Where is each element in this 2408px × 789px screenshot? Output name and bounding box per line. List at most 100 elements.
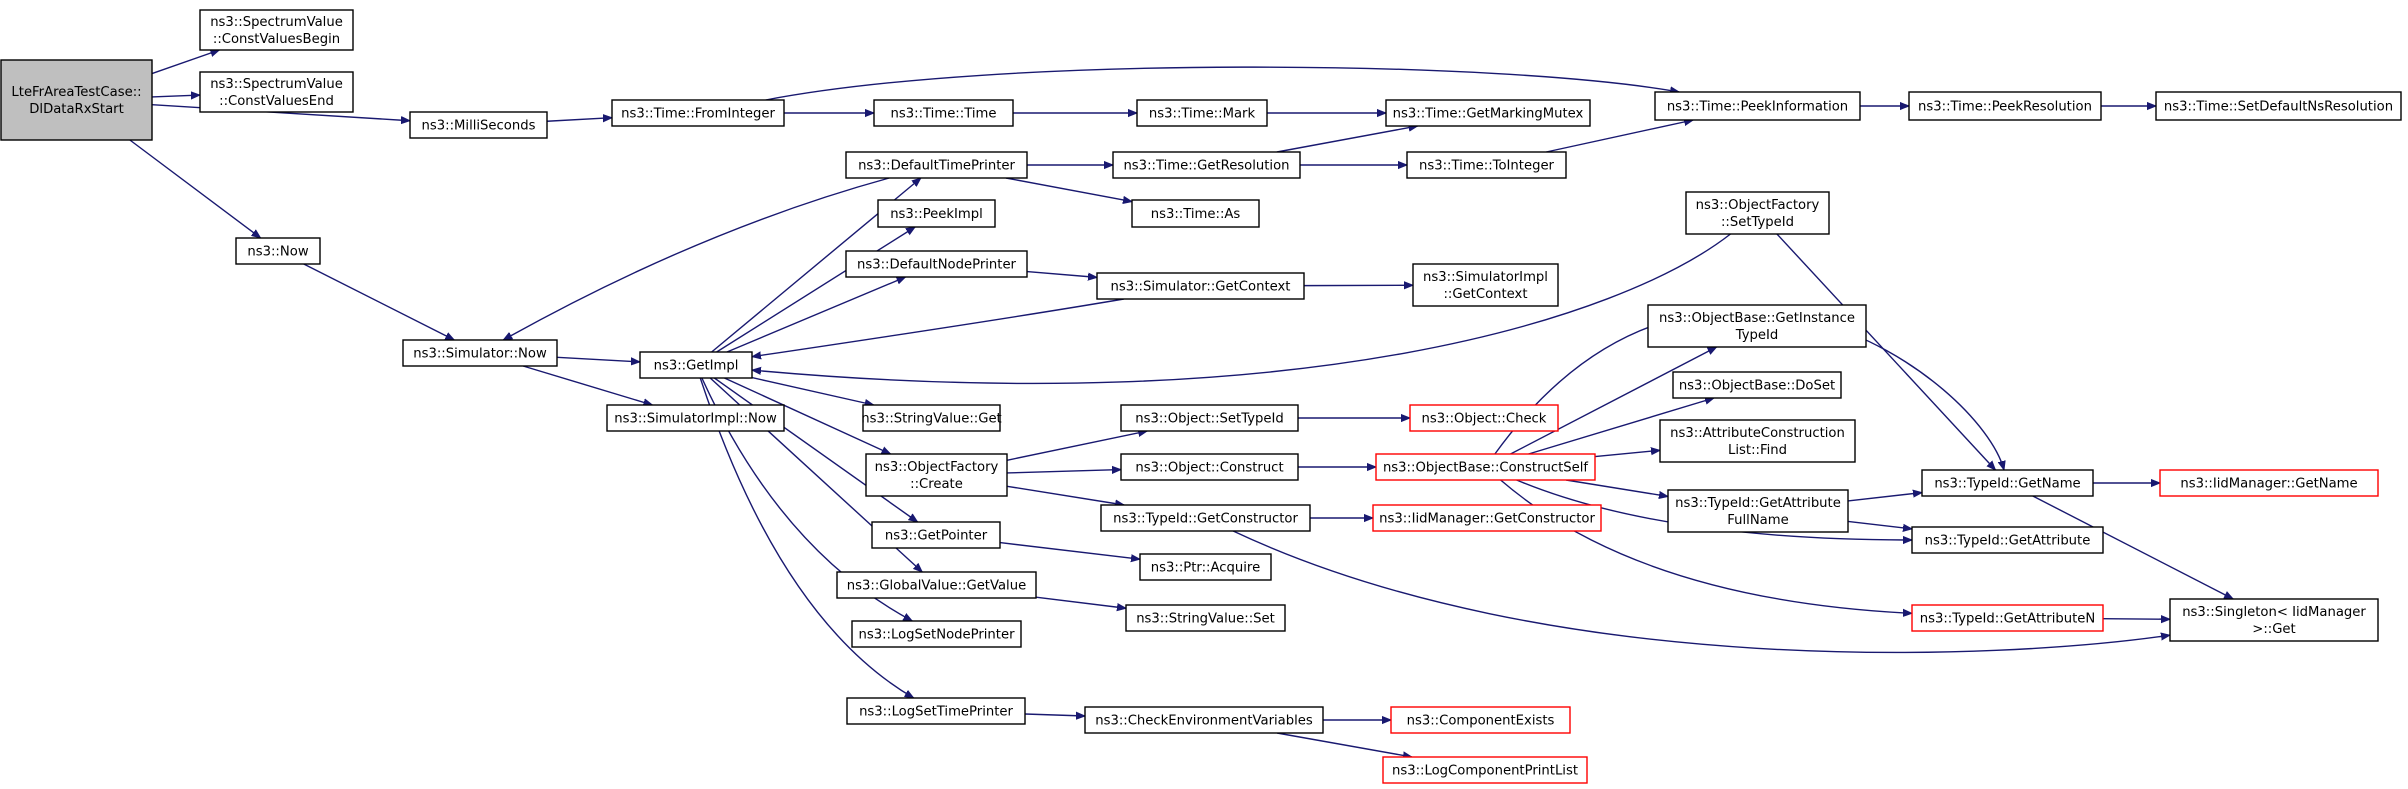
edge-simgc-to-getimpl (752, 298, 1124, 357)
node-cvb[interactable]: ns3::SpectrumValue::ConstValuesBegin (199, 9, 354, 51)
node-label: FullName (1727, 513, 1788, 528)
node-label: ns3::Time::PeekInformation (1667, 100, 1848, 115)
edge-arrow (1005, 177, 1132, 202)
node-box (1372, 504, 1602, 532)
node-objconstruct[interactable]: ns3::Object::Construct (1120, 453, 1299, 481)
node-tas[interactable]: ns3::Time::As (1131, 199, 1260, 228)
node-peekimpl[interactable]: ns3::PeekImpl (877, 199, 996, 228)
node-simimplgc[interactable]: ns3::SimulatorImpl::GetContext (1412, 263, 1559, 307)
node-lsnp[interactable]: ns3::LogSetNodePrinter (851, 620, 1022, 648)
node-label: ns3::CheckEnvironmentVariables (1095, 714, 1313, 729)
node-getimpl[interactable]: ns3::GetImpl (639, 351, 753, 379)
edge-getimpl-to-getptr (713, 377, 917, 522)
node-label: ns3::AttributeConstruction (1670, 426, 1845, 441)
node-iidgetctor[interactable]: ns3::IidManager::GetConstructor (1372, 504, 1602, 532)
node-label: ns3::IidManager::GetConstructor (1379, 512, 1595, 527)
node-box (1100, 504, 1311, 532)
node-getres[interactable]: ns3::Time::GetResolution (1112, 151, 1301, 179)
node-gvget[interactable]: ns3::GlobalValue::GetValue (836, 571, 1037, 599)
node-label: ns3::Time::SetDefaultNsResolution (2164, 100, 2393, 115)
node-label: ns3::Object::Check (1422, 412, 1547, 427)
edge-getimpl-to-lstp (699, 377, 913, 698)
node-toint[interactable]: ns3::Time::ToInteger (1406, 151, 1567, 179)
node-tidgetctor[interactable]: ns3::TypeId::GetConstructor (1100, 504, 1311, 532)
node-label: ns3::Time::As (1151, 207, 1241, 222)
node-box (1921, 469, 2094, 497)
node-ptracq[interactable]: ns3::Ptr::Acquire (1139, 553, 1272, 581)
node-simnow[interactable]: ns3::Simulator::Now (402, 339, 558, 367)
node-label: TypeId (1735, 328, 1779, 343)
node-objsettid[interactable]: ns3::Object::SetTypeId (1120, 404, 1299, 432)
node-box (235, 237, 321, 265)
node-label: ns3::Now (247, 245, 308, 260)
node-lstp[interactable]: ns3::LogSetTimePrinter (846, 697, 1026, 725)
node-peekinfo[interactable]: ns3::Time::PeekInformation (1654, 91, 1861, 121)
node-label: ns3::Time::ToInteger (1419, 159, 1555, 174)
node-svset[interactable]: ns3::StringValue::Set (1125, 604, 1286, 632)
node-label: ns3::LogSetNodePrinter (858, 628, 1015, 643)
node-box (1385, 99, 1591, 127)
node-fromint[interactable]: ns3::Time::FromInteger (611, 99, 785, 127)
node-deftp[interactable]: ns3::DefaultTimePrinter (845, 151, 1028, 179)
edge-ofcreate-to-objconstruct (1006, 470, 1121, 473)
edge-ofsettid-to-getimpl (752, 233, 1731, 385)
node-label: ns3::GetImpl (654, 359, 739, 374)
node-label: ns3::StringValue::Set (1136, 612, 1275, 627)
edge-tidgetname-to-singleton (2032, 495, 2233, 600)
node-label: ns3::TypeId::GetName (1934, 477, 2080, 492)
edge-arrow (1847, 493, 1922, 502)
node-tidgetattr[interactable]: ns3::TypeId::GetAttribute (1911, 526, 2104, 554)
node-checkenv[interactable]: ns3::CheckEnvironmentVariables (1084, 706, 1324, 734)
node-box (199, 9, 354, 51)
edge-arrow (752, 233, 1731, 385)
edge-getimpl-to-ofcreate (724, 377, 890, 455)
node-getptr[interactable]: ns3::GetPointer (871, 521, 1001, 549)
node-logcpl[interactable]: ns3::LogComponentPrintList (1382, 756, 1588, 784)
node-ofsettid[interactable]: ns3::ObjectFactory::SetTypeId (1685, 191, 1830, 235)
node-ttime[interactable]: ns3::Time::Time (873, 99, 1014, 127)
node-label: ns3::SimulatorImpl (1423, 270, 1548, 285)
node-box (1654, 91, 1861, 121)
node-ms[interactable]: ns3::MilliSeconds (409, 111, 548, 139)
edge-arrow (1006, 431, 1147, 461)
edge-getres-to-getmm (1276, 126, 1418, 153)
node-getmm[interactable]: ns3::Time::GetMarkingMutex (1385, 99, 1591, 127)
edge-root-to-ms (151, 103, 410, 121)
node-simimplnow[interactable]: ns3::SimulatorImpl::Now (606, 404, 785, 432)
edge-gvget-to-svset (1035, 596, 1126, 608)
node-ofcreate[interactable]: ns3::ObjectFactory::Create (865, 453, 1008, 497)
node-simgc[interactable]: ns3::Simulator::GetContext (1096, 272, 1305, 300)
edge-arrow (303, 263, 455, 341)
node-obdoset[interactable]: ns3::ObjectBase::DoSet (1672, 371, 1842, 399)
node-objcheck[interactable]: ns3::Object::Check (1409, 404, 1559, 432)
node-label: ns3::GlobalValue::GetValue (847, 579, 1026, 594)
node-cve[interactable]: ns3::SpectrumValue::ConstValuesEnd (199, 71, 354, 113)
node-defnp[interactable]: ns3::DefaultNodePrinter (845, 250, 1028, 278)
edge-arrow (129, 139, 261, 238)
node-tmark[interactable]: ns3::Time::Mark (1136, 99, 1268, 127)
node-compexists[interactable]: ns3::ComponentExists (1390, 706, 1571, 734)
edge-simnow-to-getimpl (556, 356, 640, 362)
node-tidgetname[interactable]: ns3::TypeId::GetName (1921, 469, 2094, 497)
node-peekres[interactable]: ns3::Time::PeekResolution (1908, 91, 2102, 121)
node-label: LteFrAreaTestCase:: (11, 85, 141, 100)
edge-arrow (1546, 120, 1693, 153)
node-setdef[interactable]: ns3::Time::SetDefaultNsResolution (2155, 91, 2402, 121)
node-box (1911, 526, 2104, 554)
node-label: ns3::Singleton< IidManager (2182, 605, 2366, 620)
node-root[interactable]: LteFrAreaTestCase::DlDataRxStart (0, 59, 153, 141)
node-now[interactable]: ns3::Now (235, 237, 321, 265)
edge-arrow (556, 356, 640, 362)
node-svget[interactable]: ns3::StringValue::Get (861, 404, 1002, 432)
node-singleton[interactable]: ns3::Singleton< IidManager >::Get (2169, 598, 2379, 642)
node-iidgetname[interactable]: ns3::IidManager::GetName (2159, 469, 2379, 497)
node-box (1096, 272, 1305, 300)
edge-ofsettid-to-tidgetname (1776, 233, 1996, 470)
node-obconstructself[interactable]: ns3::ObjectBase::ConstructSelf (1375, 453, 1596, 481)
node-label: >::Get (2252, 622, 2295, 637)
node-tidgetattrn[interactable]: ns3::TypeId::GetAttributeN (1911, 604, 2104, 632)
edge-arrow (716, 227, 915, 353)
